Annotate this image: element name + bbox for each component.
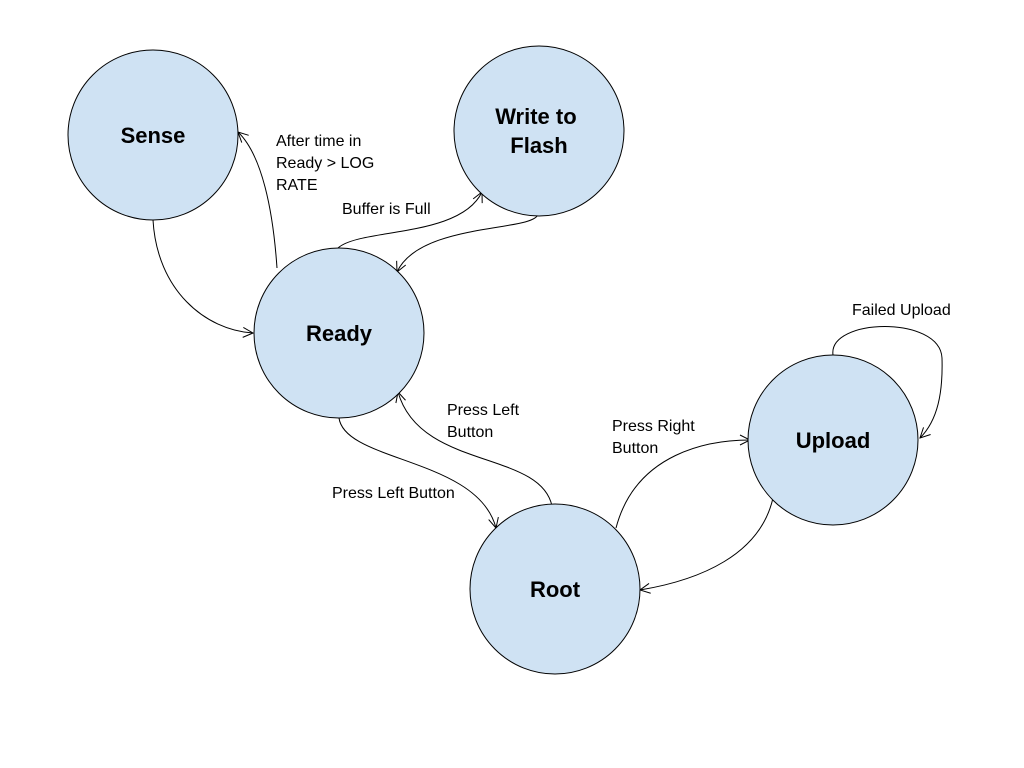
- state-write-to-flash[interactable]: Write to Flash: [453, 45, 625, 217]
- label-ready-to-root: Press Left Button: [332, 485, 455, 502]
- edge-sense-to-ready: [152, 219, 253, 333]
- edge-upload-self-loop: [832, 326, 943, 439]
- state-upload[interactable]: Upload: [747, 354, 919, 526]
- state-write-to-flash-circle: [453, 45, 625, 217]
- state-sense[interactable]: Sense: [67, 49, 239, 221]
- state-root[interactable]: Root: [469, 503, 641, 675]
- state-sense-label: Sense: [121, 123, 186, 148]
- edge-root-to-upload: [615, 440, 750, 529]
- state-ready-label: Ready: [306, 321, 373, 346]
- label-upload-self-loop: Failed Upload: [852, 302, 951, 319]
- transitions: [152, 132, 943, 590]
- state-root-circle: [469, 503, 641, 675]
- label-ready-to-sense: After time in Ready > LOG RATE: [276, 133, 379, 194]
- label-root-to-ready: Press Left Button: [447, 402, 523, 441]
- edge-write-to-flash-to-ready: [397, 213, 539, 272]
- state-root-label: Root: [530, 577, 581, 602]
- state-write-to-flash-label: Write to Flash: [495, 104, 583, 158]
- edge-upload-to-root: [640, 497, 774, 590]
- edge-ready-to-sense: [238, 132, 278, 269]
- edge-ready-to-root: [338, 417, 496, 528]
- label-ready-to-write-to-flash: Buffer is Full: [342, 201, 431, 218]
- state-sense-circle: [67, 49, 239, 221]
- state-ready-circle: [253, 247, 425, 419]
- state-ready[interactable]: Ready: [253, 247, 425, 419]
- label-root-to-upload: Press Right Button: [612, 418, 699, 457]
- state-upload-circle: [747, 354, 919, 526]
- edge-ready-to-write-to-flash: [337, 192, 482, 249]
- edge-root-to-ready: [398, 392, 553, 507]
- state-upload-label: Upload: [796, 428, 871, 453]
